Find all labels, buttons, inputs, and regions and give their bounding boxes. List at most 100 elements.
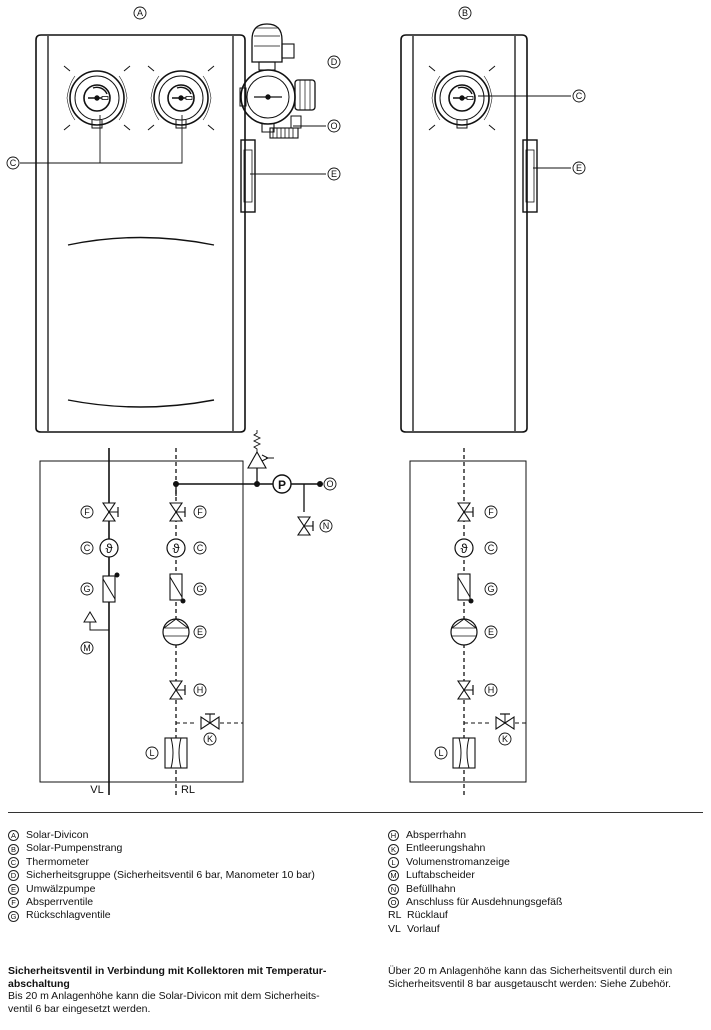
marker-n-9: N bbox=[319, 519, 333, 533]
schematic-solar-divicon bbox=[39, 430, 323, 795]
legend-item: E Umwälzpumpe bbox=[8, 883, 315, 896]
marker-letter: G bbox=[196, 584, 203, 594]
legend-symbol: H bbox=[388, 830, 399, 842]
marker-a-0: A bbox=[133, 6, 147, 20]
marker-c-11: C bbox=[80, 541, 94, 555]
legend-text: Absperrhahn bbox=[406, 829, 467, 841]
marker-letter: F bbox=[84, 507, 90, 517]
divicon-housing-front-view bbox=[35, 34, 256, 433]
legend-symbol: L bbox=[388, 857, 399, 869]
legend-text: Sicherheitsgruppe (Sicherheitsventil 6 b… bbox=[26, 869, 315, 882]
schematic-pump-line bbox=[409, 448, 527, 795]
thermo-symbol-rl: ϑ bbox=[172, 541, 180, 556]
legend-item: C Thermometer bbox=[8, 856, 315, 869]
marker-o-8: O bbox=[323, 477, 337, 491]
marker-letter: E bbox=[488, 627, 494, 637]
vl-label: VL bbox=[90, 784, 103, 796]
separator-line bbox=[8, 812, 703, 813]
marker-letter: K bbox=[502, 734, 508, 744]
note-right: Über 20 m Anlagenhöhe kann das Sicherhei… bbox=[388, 965, 708, 990]
marker-letter: N bbox=[323, 521, 330, 531]
legend-symbol: F bbox=[8, 897, 19, 909]
note-body-line2: ventil 6 bar eingesetzt werden. bbox=[8, 1002, 151, 1015]
leader-lines-top bbox=[20, 95, 571, 175]
note-body-line1: Bis 20 m Anlagenhöhe kann die Solar-Divi… bbox=[8, 990, 320, 1003]
legend-text: Thermometer bbox=[26, 855, 90, 868]
marker-letter: E bbox=[197, 627, 203, 637]
legend-text: Solar-Pumpenstrang bbox=[26, 842, 123, 855]
legend-symbol: K bbox=[388, 843, 399, 855]
marker-letter: C bbox=[84, 543, 91, 553]
marker-h-25: H bbox=[484, 683, 498, 697]
legend-symbol: N bbox=[388, 883, 399, 895]
legend-text: Umwälzpumpe bbox=[26, 882, 96, 895]
legend-text: Absperrventile bbox=[26, 896, 94, 909]
marker-g-23: G bbox=[484, 582, 498, 596]
note-right-line2: Sicherheitsventil 8 bar ausgetauscht wer… bbox=[388, 977, 672, 990]
legend-text: Entleerungshahn bbox=[406, 842, 486, 855]
marker-g-16: G bbox=[193, 582, 207, 596]
marker-e-17: E bbox=[193, 625, 207, 639]
marker-e-24: E bbox=[484, 625, 498, 639]
legend-item: RL Rücklauf bbox=[388, 909, 562, 922]
legend-item: D Sicherheitsgruppe (Sicherheitsventil 6 … bbox=[8, 869, 315, 882]
legend-item: F Absperrventile bbox=[8, 896, 315, 909]
legend-text: Rücklauf bbox=[407, 909, 448, 922]
marker-o-3: O bbox=[327, 119, 341, 133]
thermometer-gauge-right bbox=[147, 65, 215, 131]
marker-f-10: F bbox=[80, 505, 94, 519]
legend-symbol: A bbox=[8, 830, 19, 842]
pressure-gauge-symbol: P bbox=[278, 478, 286, 492]
safety-group-assembly bbox=[239, 23, 316, 139]
note-left: Sicherheitsventil in Verbindung mit Koll… bbox=[8, 965, 378, 1015]
legend-symbol: C bbox=[8, 857, 19, 869]
legend-symbol: D bbox=[8, 870, 19, 882]
marker-letter: L bbox=[149, 748, 154, 758]
marker-letter: F bbox=[197, 507, 203, 517]
marker-h-18: H bbox=[193, 683, 207, 697]
marker-c-22: C bbox=[484, 541, 498, 555]
legend-text: Solar-Divicon bbox=[26, 829, 89, 841]
legend-item: VL Vorlauf bbox=[388, 923, 562, 936]
marker-k-26: K bbox=[498, 732, 512, 746]
marker-letter: C bbox=[197, 543, 204, 553]
marker-l-20: L bbox=[145, 746, 159, 760]
marker-k-19: K bbox=[203, 732, 217, 746]
legend-symbol: B bbox=[8, 843, 19, 855]
marker-l-27: L bbox=[434, 746, 448, 760]
legend-item: B Solar-Pumpenstrang bbox=[8, 842, 315, 855]
note-right-line1: Über 20 m Anlagenhöhe kann das Sicherhei… bbox=[388, 965, 673, 977]
marker-letter: H bbox=[197, 685, 204, 695]
marker-letter: O bbox=[326, 479, 333, 489]
note-title-line1: Sicherheitsventil in Verbindung mit Koll… bbox=[8, 965, 327, 977]
marker-g-12: G bbox=[80, 582, 94, 596]
marker-letter: D bbox=[331, 57, 338, 67]
marker-letter: G bbox=[487, 584, 494, 594]
marker-e-7: E bbox=[572, 161, 586, 175]
legend-item: A Solar-Divicon bbox=[8, 829, 315, 842]
legend-symbol: E bbox=[8, 883, 19, 895]
marker-letter: K bbox=[207, 734, 213, 744]
thermometer-gauge-b bbox=[428, 65, 496, 131]
marker-letter: C bbox=[576, 91, 583, 101]
legend-item: H Absperrhahn bbox=[388, 829, 562, 842]
marker-m-13: M bbox=[80, 641, 94, 655]
marker-letter: O bbox=[330, 121, 337, 131]
marker-c-5: C bbox=[6, 156, 20, 170]
thermometer-gauge-left bbox=[63, 65, 131, 131]
legend-abbr: RL bbox=[388, 909, 402, 922]
legend-text: Anschluss für Ausdehnungsgefäß bbox=[406, 896, 563, 909]
legend-text: Vorlauf bbox=[407, 922, 440, 935]
legend-text: Luftabscheider bbox=[406, 869, 475, 882]
note-title-line2: abschaltung bbox=[8, 977, 70, 990]
legend-abbr: VL bbox=[388, 922, 401, 935]
marker-e-4: E bbox=[327, 167, 341, 181]
rl-label: RL bbox=[181, 784, 195, 796]
